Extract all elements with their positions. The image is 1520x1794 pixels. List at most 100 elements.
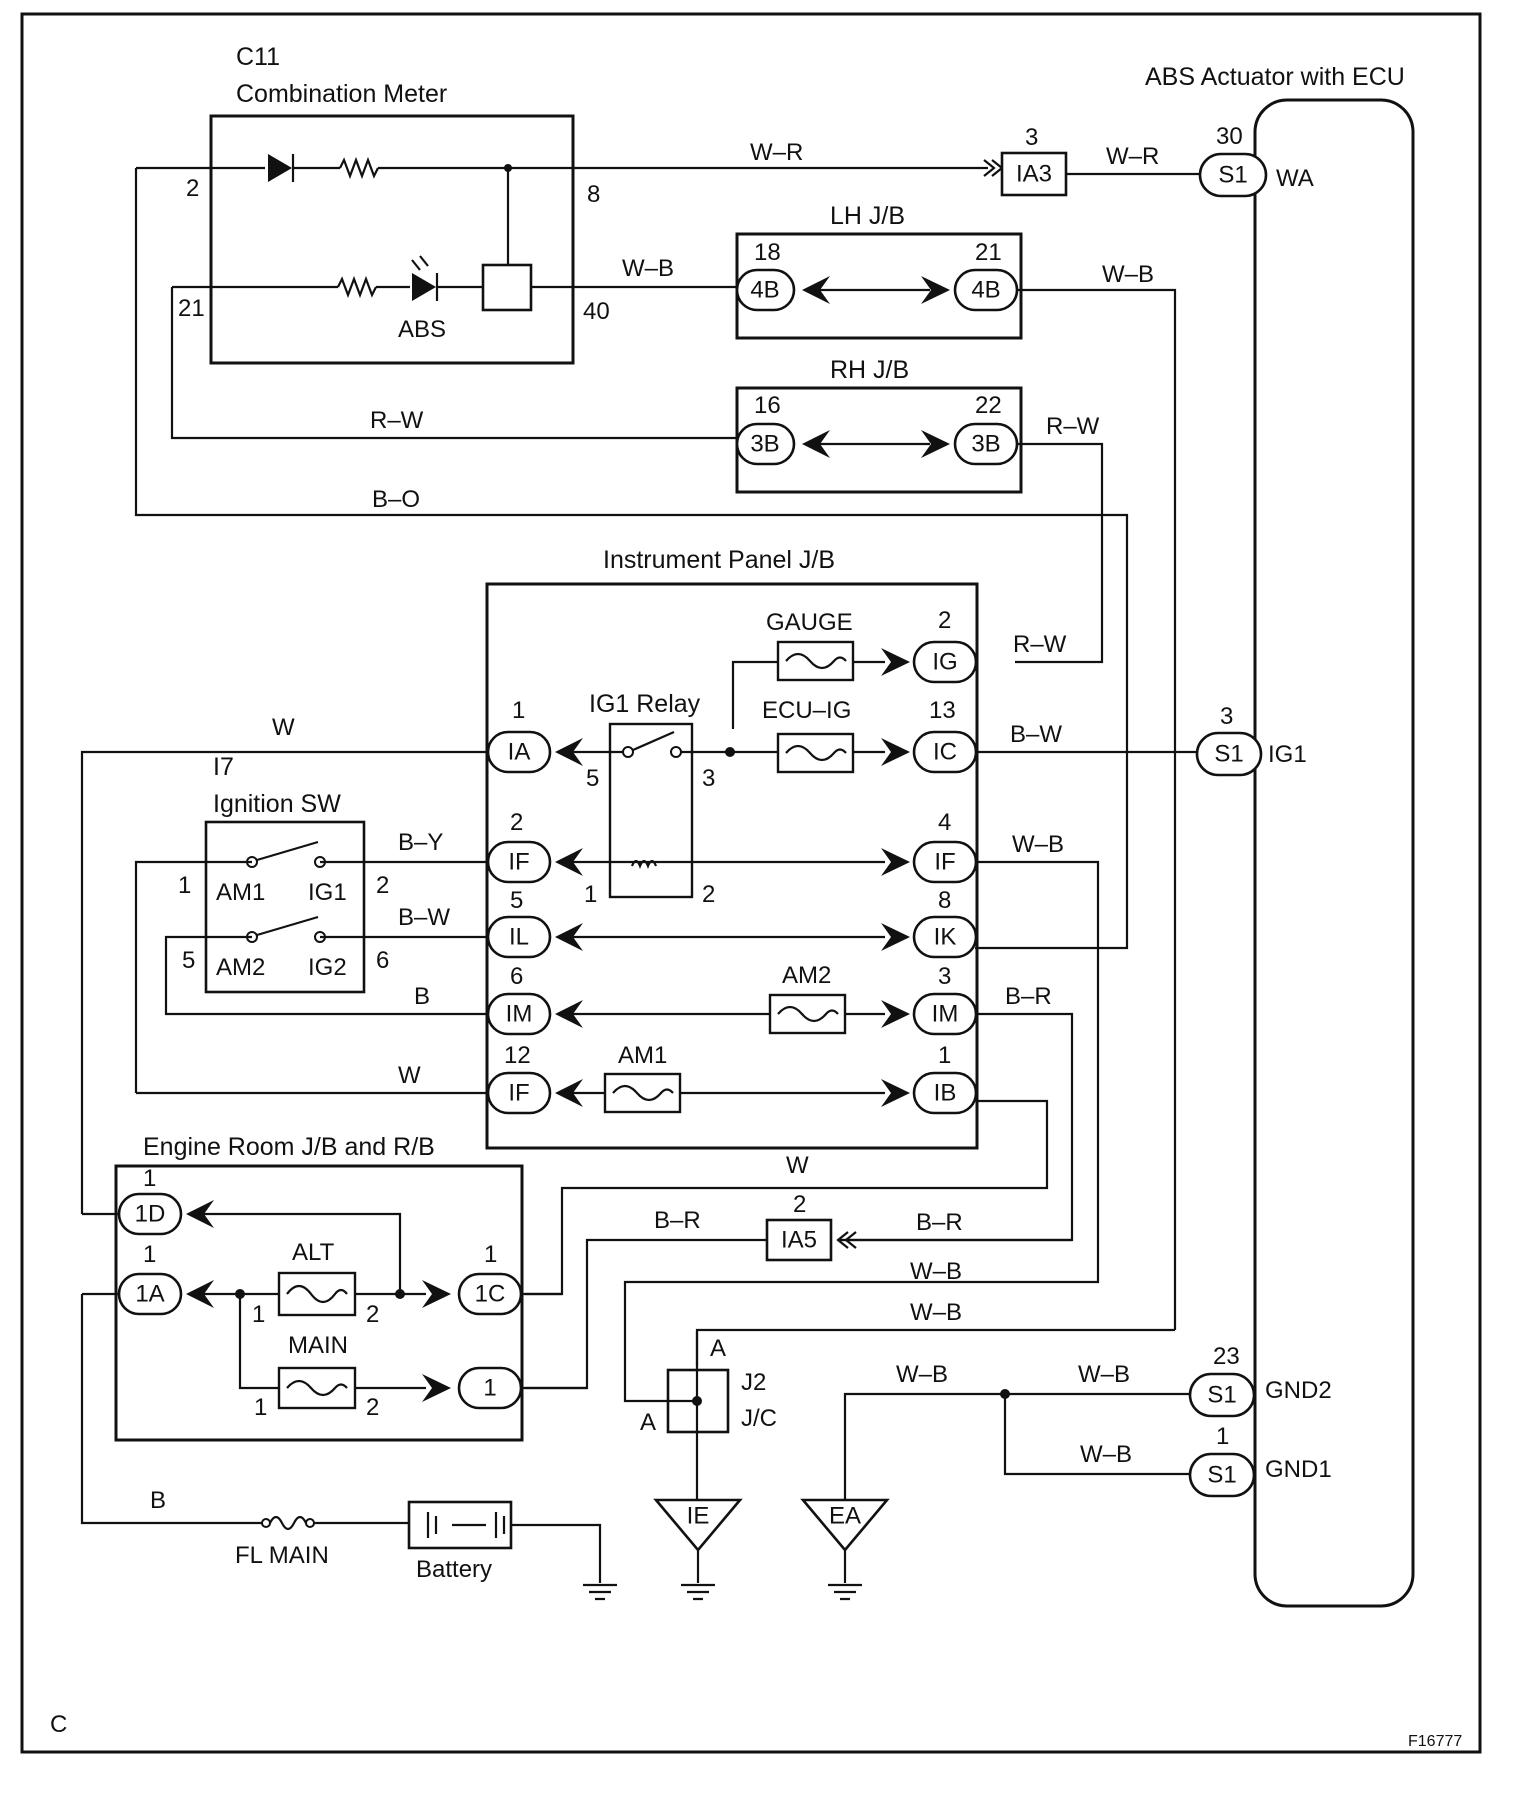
wire-label: B (414, 983, 430, 1010)
arrow-icon (921, 276, 950, 304)
wire-label: B–R (916, 1209, 963, 1236)
wire-label: W–B (896, 1361, 948, 1388)
arrow-icon (802, 276, 830, 304)
ground-ie (653, 1498, 743, 1553)
junction-dot (692, 1396, 702, 1406)
abs-indicator-label: ABS (398, 316, 446, 343)
pin-label: 1 (938, 1042, 951, 1069)
connector-s1-label: S1 (1207, 1462, 1236, 1489)
pin-label: 22 (975, 392, 1002, 419)
wire-label: W–B (910, 1258, 962, 1285)
pin-label: 3 (938, 963, 951, 990)
connector-ic-label: IC (933, 739, 957, 766)
wire-label: W (398, 1062, 421, 1089)
arrow-icon (802, 430, 830, 458)
fl-main-label: FL MAIN (235, 1542, 329, 1569)
ground-symbol (583, 1583, 617, 1601)
junction-dot (395, 1289, 405, 1299)
j2-pin-a: A (710, 1335, 726, 1362)
fuse-gauge-label: GAUGE (766, 609, 853, 636)
connector-if (486, 1071, 552, 1115)
arrow-icon (881, 923, 910, 951)
figure-id: F16777 (1408, 1733, 1462, 1750)
connector-ia5-label: IA5 (781, 1227, 817, 1254)
wire-label: W (272, 714, 295, 741)
arrow-icon (881, 1079, 910, 1107)
switch-contact-am1: AM1 (216, 879, 265, 906)
connector-1d-label: 1D (135, 1201, 166, 1228)
pin-label: 2 (702, 881, 715, 908)
arrow-icon (186, 1200, 214, 1228)
connector-s1-label: S1 (1218, 162, 1247, 189)
pin-label: 1 (143, 1165, 156, 1192)
pin-label: 1 (584, 881, 597, 908)
fuse-alt-label: ALT (292, 1239, 335, 1266)
pin-label: 2 (366, 1301, 379, 1328)
connector-4b-label: 4B (750, 277, 779, 304)
pin-label: 5 (510, 887, 523, 914)
pin-label: 1 (254, 1394, 267, 1421)
instrument-panel-jb-box (485, 582, 979, 1150)
pin-label: 1 (252, 1301, 265, 1328)
pin-label: 16 (754, 392, 781, 419)
abs-actuator-body (1253, 98, 1415, 1608)
wire-label: B–W (398, 904, 450, 931)
j2-pin-a: A (640, 1409, 656, 1436)
wire-label: W (786, 1152, 809, 1179)
pin-label: 1 (1216, 1423, 1229, 1450)
combination-meter-box (209, 114, 575, 365)
wire-label: B (150, 1487, 166, 1514)
connector-im-label: IM (932, 1001, 959, 1028)
pin-label: 30 (1216, 123, 1243, 150)
ignition-sw-code: I7 (213, 753, 234, 781)
wire-label: B–O (372, 486, 420, 513)
connector-ia3-label: IA3 (1016, 161, 1052, 188)
connector-s1-label: S1 (1207, 1382, 1236, 1409)
pin-label: 13 (929, 697, 956, 724)
arrow-icon (422, 1374, 451, 1402)
fuse-alt (277, 1271, 357, 1317)
connector-1c-label: 1C (475, 1281, 506, 1308)
ig1-relay-title: IG1 Relay (589, 690, 701, 718)
connector-1d (117, 1192, 183, 1236)
connector-s1 (1188, 1452, 1256, 1498)
connector-ia (486, 730, 552, 774)
connector-ia5 (765, 1218, 833, 1262)
wire-label: W–R (1106, 143, 1159, 170)
connector-il (486, 915, 552, 959)
ground-symbol (828, 1583, 862, 1601)
ground-ea (800, 1498, 890, 1553)
fuse-main (277, 1366, 357, 1410)
connector-1a-label: 1A (135, 1281, 164, 1308)
junction-dot (725, 747, 735, 757)
pin-label: 18 (754, 239, 781, 266)
ignition-sw-title: Ignition SW (213, 790, 341, 818)
pin-label: 2 (938, 607, 951, 634)
wire-label: W–B (1012, 831, 1064, 858)
pin-label: 6 (376, 947, 389, 974)
connector-if-label: IF (508, 1080, 529, 1107)
wire-label: W–B (1080, 1441, 1132, 1468)
pin-label: 8 (587, 181, 600, 208)
connector-if-label: IF (508, 849, 529, 876)
resistor-icon (339, 156, 379, 180)
pin-label: 2 (376, 872, 389, 899)
wire-label: W–B (1078, 1361, 1130, 1388)
fuse-ecu-ig (776, 732, 855, 774)
fuse-main-label: MAIN (288, 1332, 348, 1359)
pin-label: 2 (510, 809, 523, 836)
page-frame (20, 12, 1482, 1754)
pin-label: 2 (793, 1191, 806, 1218)
fuse-am2 (768, 993, 847, 1035)
arrow-icon (555, 1079, 583, 1107)
pin-label: 5 (586, 765, 599, 792)
connector-s1 (1188, 1372, 1256, 1418)
wire-label: W–B (1102, 261, 1154, 288)
connector-im-label: IM (506, 1001, 533, 1028)
resistor-icon (337, 275, 377, 299)
pin-label: 1 (484, 1241, 497, 1268)
connector-ib-label: IB (934, 1080, 957, 1107)
wire-label: W–B (910, 1299, 962, 1326)
pin-label: 4 (938, 809, 951, 836)
ground-ie-label: IE (687, 1503, 710, 1530)
